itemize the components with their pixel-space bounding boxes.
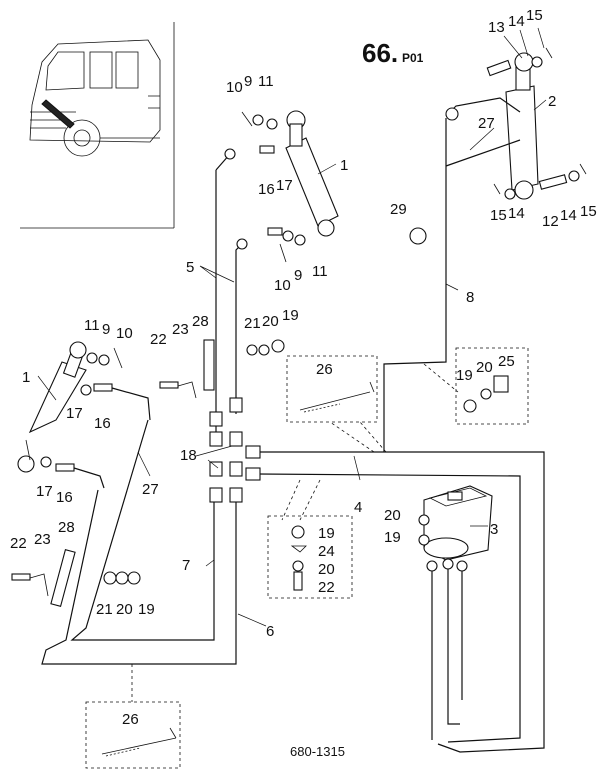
callout-28: 28 xyxy=(58,519,75,536)
callout-28: 28 xyxy=(192,313,209,330)
callout-numbers: 13 14 15 2 27 10 9 11 1 16 17 10 9 11 5 … xyxy=(10,7,597,728)
clip-detail-lower xyxy=(101,727,177,757)
drawing-code: 680-1315 xyxy=(290,744,345,759)
callout-10: 10 xyxy=(226,79,243,96)
callout-20: 20 xyxy=(116,601,133,618)
callout-12: 12 xyxy=(542,213,559,230)
callout-9: 9 xyxy=(102,321,110,338)
bracket-center-upper xyxy=(159,339,285,399)
callout-21: 21 xyxy=(244,315,261,332)
callout-7: 7 xyxy=(182,557,190,574)
truck-inset xyxy=(20,22,175,229)
callout-20: 20 xyxy=(262,313,279,330)
callout-1: 1 xyxy=(340,157,348,174)
callout-18: 18 xyxy=(180,447,197,464)
callout-25: 25 xyxy=(498,353,515,370)
callout-19: 19 xyxy=(282,307,299,324)
callout-20: 20 xyxy=(318,561,335,578)
oil-reservoir xyxy=(418,485,493,561)
cylinder-left xyxy=(17,341,151,489)
callout-19: 19 xyxy=(318,525,335,542)
leader-lines xyxy=(37,27,547,627)
callout-9: 9 xyxy=(294,267,302,284)
callout-11: 11 xyxy=(258,73,274,90)
callout-9: 9 xyxy=(244,73,252,90)
callout-16: 16 xyxy=(56,489,73,506)
callout-26: 26 xyxy=(316,361,333,378)
callout-22: 22 xyxy=(10,535,27,552)
callout-2: 2 xyxy=(548,93,556,110)
callout-17: 17 xyxy=(36,483,53,500)
callout-15: 15 xyxy=(580,203,597,220)
hydraulic-pipes xyxy=(41,118,545,753)
callout-16: 16 xyxy=(258,181,275,198)
callout-15: 15 xyxy=(490,207,507,224)
callout-8: 8 xyxy=(466,289,474,306)
callout-16: 16 xyxy=(94,415,111,432)
callout-19: 19 xyxy=(138,601,155,618)
callout-23: 23 xyxy=(34,531,51,548)
callout-14: 14 xyxy=(508,13,525,30)
callout-26: 26 xyxy=(122,711,139,728)
callout-4: 4 xyxy=(354,499,362,516)
diagram-title: 66. P01 xyxy=(362,38,424,68)
callout-14: 14 xyxy=(560,207,577,224)
callout-17: 17 xyxy=(66,405,83,422)
callout-10: 10 xyxy=(116,325,133,342)
cylinder-center xyxy=(241,110,339,263)
callout-6: 6 xyxy=(266,623,274,640)
callout-20: 20 xyxy=(384,507,401,524)
title-number: 66. xyxy=(362,38,398,68)
callout-23: 23 xyxy=(172,321,189,338)
bracket-left-lower xyxy=(11,548,141,608)
callout-27: 27 xyxy=(478,115,495,132)
callout-14: 14 xyxy=(508,205,525,222)
callout-27: 27 xyxy=(142,481,159,498)
clamp-group xyxy=(463,375,509,413)
callout-19: 19 xyxy=(456,367,473,384)
callout-24: 24 xyxy=(318,543,335,560)
callout-17: 17 xyxy=(276,177,293,194)
callout-19: 19 xyxy=(384,529,401,546)
callout-1: 1 xyxy=(22,369,30,386)
clip-detail-upper xyxy=(299,381,375,413)
callout-10: 10 xyxy=(274,277,291,294)
callout-22: 22 xyxy=(150,331,167,348)
title-suffix: P01 xyxy=(402,51,424,65)
right-pins xyxy=(409,47,587,245)
detail-boxes xyxy=(85,347,529,769)
callout-21: 21 xyxy=(96,601,113,618)
callout-11: 11 xyxy=(84,317,100,334)
hardware-group xyxy=(290,525,307,591)
callout-22: 22 xyxy=(318,579,335,596)
callout-11: 11 xyxy=(312,263,328,280)
callout-20: 20 xyxy=(476,359,493,376)
callout-29: 29 xyxy=(390,201,407,218)
callout-5: 5 xyxy=(186,259,194,276)
callout-13: 13 xyxy=(488,19,505,36)
callout-15: 15 xyxy=(526,7,543,24)
callout-3: 3 xyxy=(490,521,498,538)
